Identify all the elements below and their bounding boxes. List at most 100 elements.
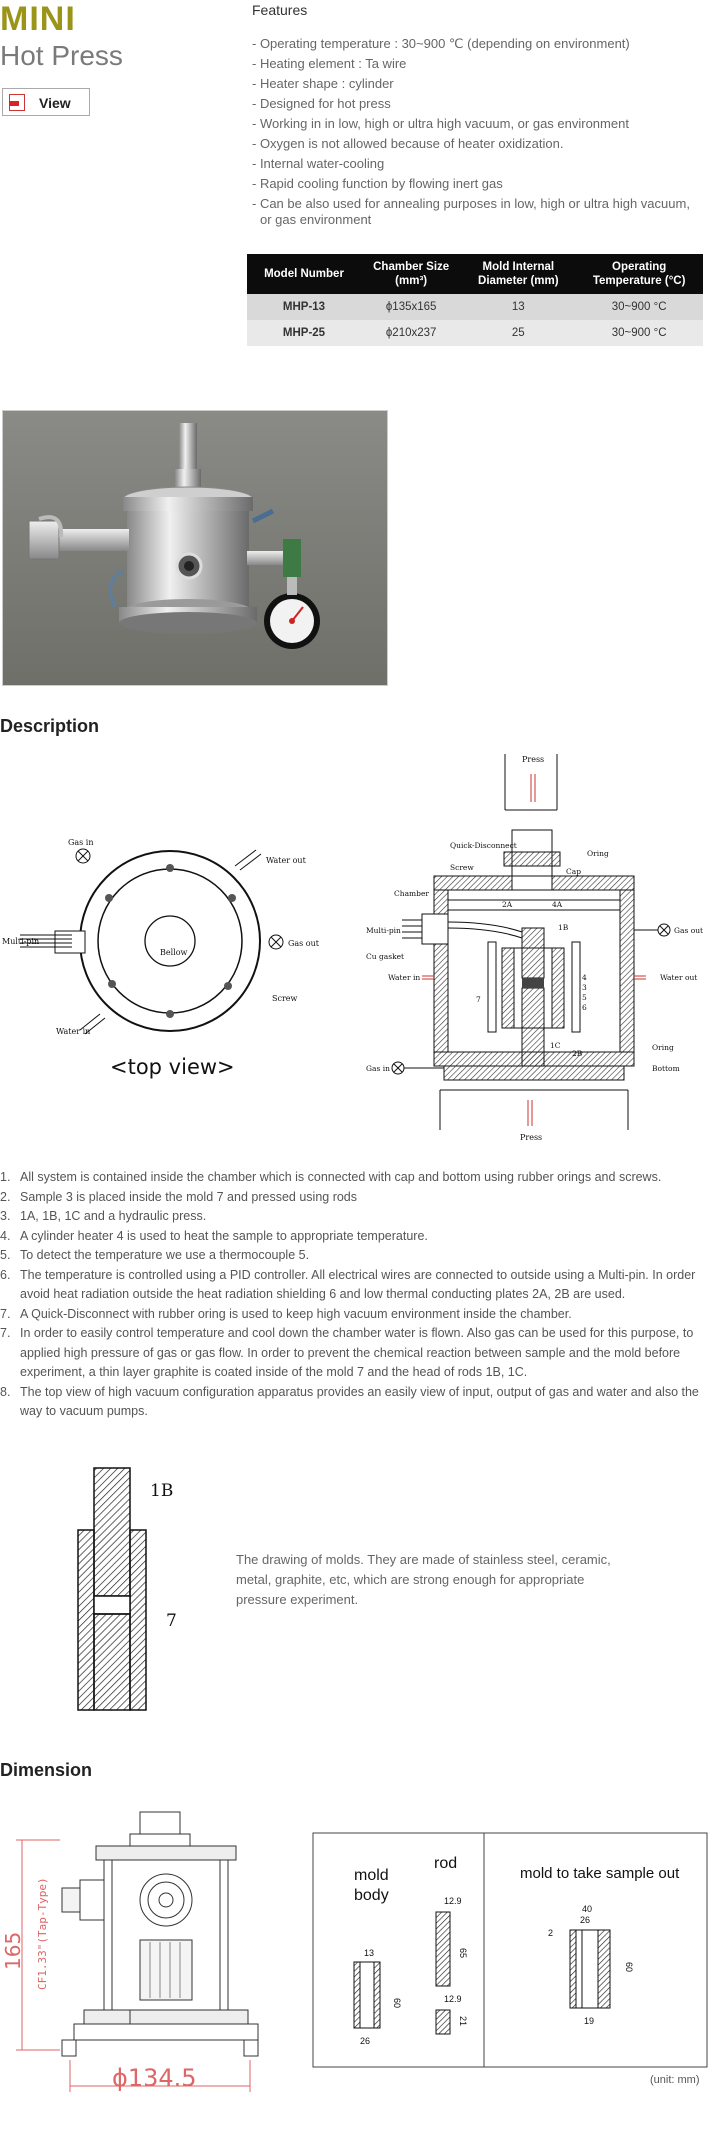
description-title: Description — [0, 716, 100, 736]
dimension-value: 65 — [458, 1948, 468, 1958]
cross-section-label: 5 — [582, 993, 587, 1002]
cross-section-label: Press — [522, 755, 544, 764]
cross-section-label: Cu gasket — [366, 952, 404, 961]
feature-item: or gas environment — [260, 212, 372, 227]
pdf-icon — [9, 94, 25, 111]
col-header-chamber: Chamber Size (mm³) — [361, 254, 462, 294]
cross-section-label: Bottom — [652, 1064, 680, 1073]
col-header-model: Model Number — [247, 254, 361, 294]
cross-section-label: Multi-pin — [366, 926, 401, 935]
list-item: 2.Sample 3 is placed inside the mold 7 a… — [0, 1189, 358, 1204]
product-title-line2: Hot Press — [0, 40, 123, 71]
table-cell: ϕ135x165 — [361, 294, 462, 320]
list-item: 7.In order to easily control temperature… — [0, 1326, 694, 1379]
dimension-title: Dimension — [0, 1760, 93, 1780]
feature-item: - Operating temperature : 30~900 ℃ (depe… — [252, 36, 630, 51]
table-cell: 30~900 °C — [575, 320, 703, 346]
dimension-value: 40 — [582, 1904, 592, 1914]
height-dimension: 165 — [1, 1932, 25, 1970]
cross-section-label: 2B — [572, 1049, 583, 1058]
feature-item: - Heater shape : cylinder — [252, 76, 394, 91]
top-view-caption: <top view> — [110, 1055, 235, 1079]
top-view-label: Gas out — [288, 939, 320, 948]
feature-item: - Can be also used for annealing purpose… — [252, 196, 690, 211]
table-cell: MHP-13 — [247, 294, 361, 320]
table-cell: 13 — [461, 294, 576, 320]
cross-section-label: Quick-Disconnect — [450, 841, 517, 850]
feature-item: - Designed for hot press — [252, 96, 391, 111]
table-cell: 25 — [461, 320, 576, 346]
feature-item: - Heating element : Ta wire — [252, 56, 407, 71]
mold-body-label-1: mold — [354, 1867, 389, 1884]
dimension-value: 60 — [624, 1962, 634, 1972]
cross-section-label: 6 — [582, 1003, 587, 1012]
mold-label-mold: 7 — [166, 1611, 177, 1631]
view-pdf-button[interactable]: View — [2, 88, 90, 116]
cross-section-label: 7 — [476, 995, 481, 1004]
list-item: 5.To detect the temperature we use a the… — [0, 1248, 310, 1262]
mold-dimension-drawing: mold body rod mold to take sample out 13… — [312, 1832, 708, 2068]
top-view-label: Screw — [272, 994, 298, 1003]
list-item: 8.The top view of high vacuum configurat… — [0, 1384, 699, 1419]
rod-label: rod — [434, 1855, 457, 1872]
dimension-value: 12.9 — [444, 1896, 462, 1906]
cross-section-label: Oring — [652, 1043, 674, 1052]
dimension-value: 13 — [364, 1948, 374, 1958]
dimension-value: 12.9 — [444, 1994, 462, 2004]
mold-drawing: 1B 7 — [77, 1467, 177, 1711]
dimension-value: 60 — [392, 1998, 402, 2008]
mold-body-label-2: body — [354, 1887, 389, 1904]
dimension-value: 2 — [548, 1928, 553, 1938]
table-row: MHP-13 ϕ135x165 13 30~900 °C — [247, 294, 703, 320]
cross-section-label: Cap — [566, 867, 581, 876]
flange-label: CF1.33"(Tap-Type) — [36, 1877, 49, 1990]
width-dimension: ϕ134.5 — [112, 2064, 197, 2092]
cross-section-label: Water in — [388, 973, 420, 982]
cross-section-label: 3 — [582, 983, 587, 992]
dimension-value: 21 — [458, 2016, 468, 2026]
cross-section-label: Screw — [450, 863, 474, 872]
dimension-value: 26 — [360, 2036, 370, 2046]
feature-item: - Internal water-cooling — [252, 156, 385, 171]
cross-section-label: Gas out — [674, 926, 703, 935]
cross-section-label: 4A — [552, 900, 563, 909]
table-cell: 30~900 °C — [575, 294, 703, 320]
feature-item: - Oxygen is not allowed because of heate… — [252, 136, 564, 151]
top-view-label: Multi-pin — [2, 937, 39, 946]
list-item: 7.A Quick-Disconnect with rubber oring i… — [0, 1306, 572, 1321]
table-cell: MHP-25 — [247, 320, 361, 346]
top-view-label: Water out — [266, 856, 307, 865]
dimension-value: 26 — [580, 1915, 590, 1925]
col-header-temperature: Operating Temperature (°C) — [575, 254, 703, 294]
cross-section-label: Press — [520, 1133, 542, 1142]
dimension-value: 19 — [584, 2016, 594, 2026]
top-view-label: Water in — [56, 1027, 90, 1036]
list-item: 4.A cylinder heater 4 is used to heat th… — [0, 1228, 428, 1243]
cross-section-label: Chamber — [394, 889, 429, 898]
take-out-label: mold to take sample out — [520, 1865, 680, 1882]
cross-section-label: Water out — [660, 973, 697, 982]
view-button-label: View — [39, 95, 71, 111]
spec-table: Model Number Chamber Size (mm³) Mold Int… — [247, 254, 703, 346]
features-list: - Operating temperature : 30~900 ℃ (depe… — [252, 34, 692, 228]
table-cell: ϕ210x237 — [361, 320, 462, 346]
table-row: MHP-25 ϕ210x237 25 30~900 °C — [247, 320, 703, 346]
top-view-label: Bellow — [160, 948, 188, 957]
list-item: 6.The temperature is controlled using a … — [0, 1267, 696, 1302]
top-view-diagram: Gas in Water out Multi-pin Bellow Gas ou… — [2, 838, 320, 1079]
list-item: 3.1A, 1B, 1C and a hydraulic press. — [0, 1209, 207, 1223]
unit-note: (unit: mm) — [650, 2074, 700, 2086]
cross-section-label: 2A — [502, 900, 513, 909]
mold-label-rod: 1B — [150, 1481, 173, 1501]
cross-section-label: Oring — [587, 849, 609, 858]
product-title-line1: MINI — [0, 0, 76, 38]
top-view-label: Gas in — [68, 838, 94, 847]
feature-item: - Working in in low, high or ultra high … — [252, 116, 629, 131]
features-title: Features — [252, 2, 308, 18]
cross-section-label: 1B — [558, 923, 569, 932]
col-header-mold: Mold Internal Diameter (mm) — [461, 254, 576, 294]
list-item: 1.All system is contained inside the cha… — [0, 1170, 662, 1184]
cross-section-label: 4 — [582, 973, 587, 982]
mold-description: The drawing of molds. They are made of s… — [236, 1552, 611, 1607]
product-photo — [2, 410, 388, 686]
